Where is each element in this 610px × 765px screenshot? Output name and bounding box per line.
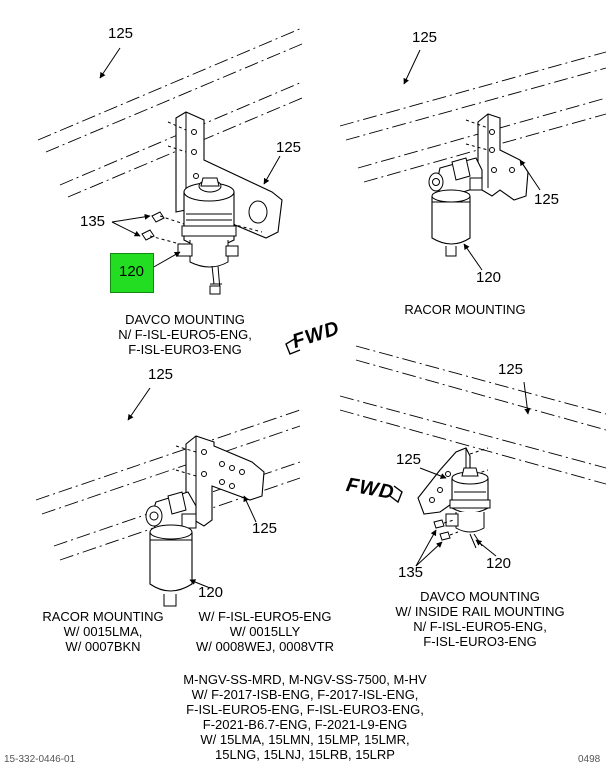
caption-line: N/ F-ISL-EURO5-ENG,: [118, 327, 252, 342]
callout-125-top-right: 125: [412, 29, 438, 46]
applicability-line: W/ F-2017-ISB-ENG, F-2017-ISL-ENG,: [191, 687, 419, 702]
mounting-bracket: [185, 435, 265, 527]
caption-racor-mounting-top: RACOR MOUNTING: [380, 302, 550, 317]
caption-line: N/ F-ISL-EURO5-ENG,: [413, 619, 547, 634]
caption-line: W/ 0015LMA,: [63, 624, 143, 639]
caption-line: RACOR MOUNTING: [42, 609, 164, 624]
caption-line: W/ F-ISL-EURO5-ENG: [198, 609, 332, 624]
highlight-callout-120[interactable]: 120: [110, 253, 154, 293]
callout-135-left: 135: [80, 213, 106, 230]
callout-120-highlighted: 120: [119, 263, 145, 280]
forward-arrows: [285, 337, 403, 504]
caption-line: W/ 0015LLY: [229, 624, 301, 639]
racor-filter-canister: [149, 532, 193, 592]
forward-arrow-right-tail: [389, 485, 403, 504]
caption-line: W/ 0008WEJ, 0008VTR: [196, 639, 334, 654]
applicability-notes: M-NGV-SS-MRD, M-NGV-SS-7500, M-HV W/ F-2…: [160, 672, 450, 762]
caption-line: F-ISL-EURO3-ENG: [128, 342, 242, 357]
applicability-line: 15LNG, 15LNJ, 15LRB, 15LRP: [215, 747, 395, 762]
caption-davco-inside-rail: DAVCO MOUNTING W/ INSIDE RAIL MOUNTING N…: [380, 589, 580, 649]
callout-120-racor-top: 120: [476, 269, 502, 286]
sheet-number: 0498: [578, 754, 601, 765]
caption-line: W/ INSIDE RAIL MOUNTING: [395, 604, 565, 619]
callout-125-bottom-left: 125: [148, 366, 174, 383]
caption-line: W/ 0007BKN: [65, 639, 141, 654]
applicability-line: M-NGV-SS-MRD, M-NGV-SS-7500, M-HV: [183, 672, 427, 687]
fastener-135-left: [141, 211, 185, 245]
caption-racor-mounting-bottom: RACOR MOUNTING W/ 0015LMA, W/ 0007BKN: [28, 609, 178, 654]
racor-mounting-view-top: [339, 49, 607, 271]
frame-rail-lines: [339, 345, 607, 485]
callout-135-bottom-right: 135: [398, 564, 424, 581]
callout-125-bottom-right: 125: [498, 361, 524, 378]
fastener-135-right: [433, 519, 459, 541]
davco-mounting-view-bottom: [339, 345, 607, 567]
applicability-line: F-2021-B6.7-ENG, F-2021-L9-ENG: [202, 717, 408, 732]
racor-mounting-view-bottom: [35, 387, 301, 607]
callout-120-davco-bottom: 120: [486, 555, 512, 572]
caption-line: RACOR MOUNTING: [404, 302, 526, 317]
caption-line: F-ISL-EURO3-ENG: [423, 634, 537, 649]
callout-125-top-left: 125: [108, 25, 134, 42]
caption-euro5-bottom: W/ F-ISL-EURO5-ENG W/ 0015LLY W/ 0008WEJ…: [176, 609, 354, 654]
callout-125-bracket-bottom-right: 125: [396, 451, 422, 468]
callout-120-racor-bottom: 120: [198, 584, 224, 601]
callout-125-bracket-bottom-left: 125: [252, 520, 278, 537]
callout-125-bracket-left: 125: [276, 139, 302, 156]
forward-arrow-left-tail: [285, 337, 301, 355]
caption-line: DAVCO MOUNTING: [125, 312, 245, 327]
callout-125-bracket-right: 125: [534, 191, 560, 208]
frame-rail-lines: [37, 27, 303, 198]
caption-line: DAVCO MOUNTING: [420, 589, 540, 604]
davco-mounting-view-top: [37, 27, 303, 295]
caption-davco-mounting-top: DAVCO MOUNTING N/ F-ISL-EURO5-ENG, F-ISL…: [90, 312, 280, 357]
applicability-line: F-ISL-EURO5-ENG, F-ISL-EURO3-ENG,: [186, 702, 424, 717]
racor-filter-canister: [431, 196, 471, 245]
applicability-line: W/ 15LMA, 15LMN, 15LMP, 15LMR,: [200, 732, 410, 747]
drawing-number: 15-332-0446-01: [4, 754, 76, 765]
